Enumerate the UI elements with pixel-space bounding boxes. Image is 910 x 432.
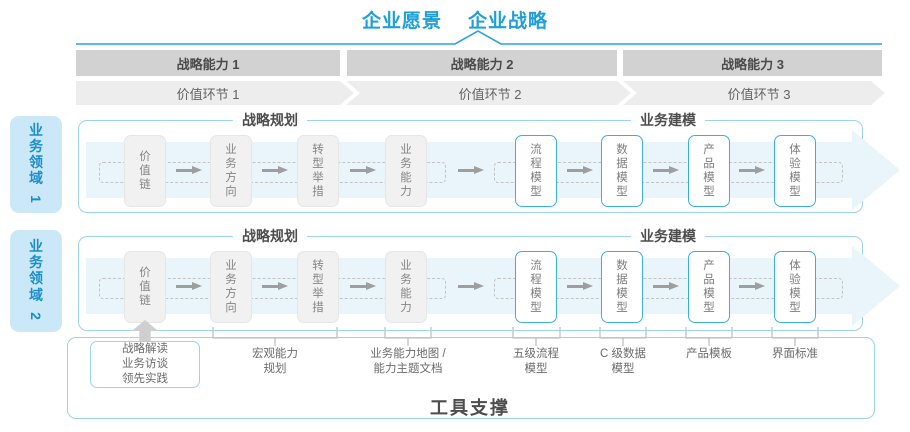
tool-label-product-template-line-1: 产品模板 [686, 348, 732, 360]
row-1-stage-data-model-text: 数据模型 [616, 143, 628, 199]
tool-callout-line-1: 战略解读 [122, 342, 168, 355]
tool-label-process-model-line-1: 五级流程 [513, 348, 559, 360]
row-2-arrow-2-icon [262, 282, 288, 291]
row-1-stage-value-chain[interactable]: 价值链 [124, 135, 166, 207]
tool-label-process-model: 五级流程 模型 [513, 347, 559, 378]
tool-label-ui-standard-line-1: 界面标准 [772, 348, 818, 360]
row-2-stage-process-model-text: 流程模型 [530, 259, 542, 315]
row-2-stage-experience-model[interactable]: 体验模型 [774, 251, 816, 323]
value-segment-shape-1 [76, 81, 354, 105]
tool-callout-box[interactable]: 战略解读 业务访谈 领先实践 [90, 341, 200, 388]
row-1-stage-transformation-measures[interactable]: 转型举措 [297, 135, 339, 207]
row-2-stage-business-capability-text: 业务能力 [400, 259, 412, 315]
value-segment-1[interactable]: 价值环节 1 [176, 86, 240, 102]
row-1-arrow-6-icon [653, 166, 679, 175]
row-1-arrow-3-icon [350, 166, 376, 175]
tool-support-container [67, 337, 875, 419]
row-2-arrow-6-icon [653, 282, 679, 291]
row-1-stage-product-model[interactable]: 产品模型 [688, 135, 730, 207]
row-2-stage-data-model-text: 数据模型 [616, 259, 628, 315]
tool-label-macro-capability-line-1: 宏观能力 [252, 348, 298, 360]
row-1-stage-experience-model[interactable]: 体验模型 [774, 135, 816, 207]
row-2-arrow-7-icon [739, 282, 765, 291]
tool-label-ui-standard: 界面标准 [772, 347, 818, 362]
row-2-stage-transformation-measures[interactable]: 转型举措 [297, 251, 339, 323]
tool-callout-line-3: 领先实践 [122, 373, 168, 386]
tool-label-macro-capability-line-2: 规划 [263, 363, 287, 376]
row-1-stage-transformation-measures-text: 转型举措 [312, 143, 324, 199]
value-segment-shape-3 [623, 81, 885, 105]
tool-label-capability-map-line-2: 能力主题文档 [373, 363, 443, 376]
tool-label-data-model-line-1: C 级数据 [600, 348, 646, 360]
capability-bar-1[interactable]: 战略能力 1 [76, 50, 340, 76]
tool-label-data-model: C 级数据 模型 [600, 347, 646, 378]
row-2-stage-data-model[interactable]: 数据模型 [601, 251, 643, 323]
row-2-stage-value-chain[interactable]: 价值链 [124, 251, 166, 323]
row-1-dashed-group-modeling [494, 162, 843, 183]
row-1-stage-business-direction[interactable]: 业务方向 [210, 135, 252, 207]
row-1-stage-experience-model-text: 体验模型 [789, 143, 801, 199]
row-1-stage-value-chain-text: 价值链 [139, 150, 151, 191]
row-2-stage-value-chain-text: 价值链 [139, 266, 151, 307]
row-1-section-modeling: 业务建模 [631, 113, 705, 127]
row-2-stage-business-direction[interactable]: 业务方向 [210, 251, 252, 323]
title-strategy: 企业战略 [468, 11, 549, 32]
capability-bar-3[interactable]: 战略能力 3 [623, 50, 882, 76]
row-2-arrow-5-icon [567, 282, 593, 291]
tool-label-capability-map-line-1: 业务能力地图 / [370, 348, 446, 360]
title-vision: 企业愿景 [361, 11, 442, 32]
row-1-stage-process-model[interactable]: 流程模型 [515, 135, 557, 207]
row-1-arrow-7-icon [739, 166, 765, 175]
value-segment-3[interactable]: 价值环节 3 [727, 86, 791, 102]
row-1-section-planning: 战略规划 [233, 113, 307, 127]
tool-label-capability-map: 业务能力地图 / 能力主题文档 [370, 347, 445, 378]
row-2-stage-transformation-measures-text: 转型举措 [312, 259, 324, 315]
row-2-arrow-4-icon [458, 282, 484, 291]
row-2-stage-experience-model-text: 体验模型 [789, 259, 801, 315]
tool-callout-line-2: 业务访谈 [122, 357, 168, 370]
page-title: 企业愿景 企业战略 [0, 6, 910, 33]
row-1-dashed-group-planning [99, 162, 446, 183]
value-segment-shape-2 [346, 81, 631, 105]
row-1-stage-data-model[interactable]: 数据模型 [601, 135, 643, 207]
tool-label-product-template: 产品模板 [686, 347, 732, 362]
row-2-section-planning: 战略规划 [233, 229, 307, 243]
row-2-section-modeling: 业务建模 [631, 229, 705, 243]
row-1-stage-business-capability-text: 业务能力 [400, 143, 412, 199]
row-1-stage-business-direction-text: 业务方向 [225, 143, 237, 199]
row-1-stage-process-model-text: 流程模型 [530, 143, 542, 199]
row-2-arrow-3-icon [350, 282, 376, 291]
row-2-stage-process-model[interactable]: 流程模型 [515, 251, 557, 323]
tool-support-title: 工具支撑 [430, 398, 510, 418]
row-1-arrow-4-icon [458, 166, 484, 175]
row-2-stage-product-model-text: 产品模型 [703, 259, 715, 315]
row-1-arrow-1-icon [176, 166, 202, 175]
tool-label-process-model-line-2: 模型 [524, 363, 548, 376]
row-2-stage-business-direction-text: 业务方向 [225, 259, 237, 315]
row-1-stage-product-model-text: 产品模型 [703, 143, 715, 199]
row-2-stage-business-capability[interactable]: 业务能力 [385, 251, 427, 323]
tool-label-macro-capability: 宏观能力 规划 [252, 347, 298, 378]
row-2-dashed-group-planning [99, 278, 446, 299]
tool-label-data-model-line-2: 模型 [611, 363, 635, 376]
value-segment-2[interactable]: 价值环节 2 [458, 86, 522, 102]
row-1-stage-business-capability[interactable]: 业务能力 [385, 135, 427, 207]
row-2-dashed-group-modeling [494, 278, 843, 299]
row-1-arrow-5-icon [567, 166, 593, 175]
row-2-arrow-1-icon [176, 282, 202, 291]
capability-bar-2[interactable]: 战略能力 2 [347, 50, 617, 76]
row-2-stage-product-model[interactable]: 产品模型 [688, 251, 730, 323]
row-1-arrow-2-icon [262, 166, 288, 175]
